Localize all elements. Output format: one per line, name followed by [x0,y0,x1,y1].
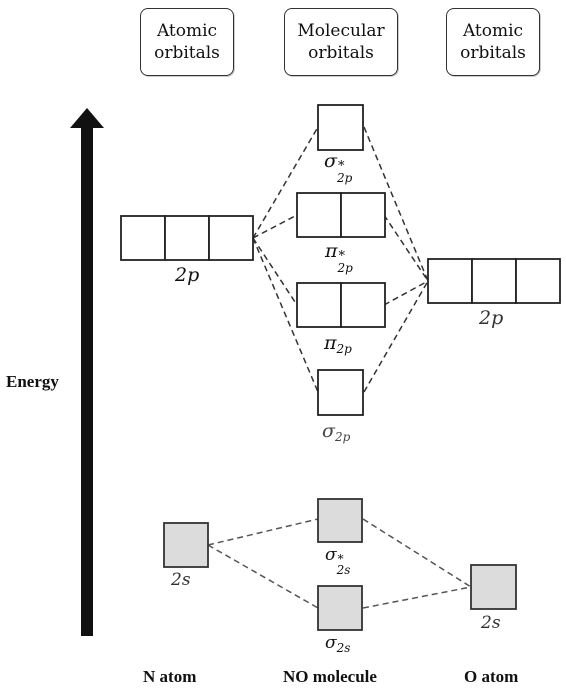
mo-subscript: 2p [336,171,353,185]
mo-subscript: 2p [337,261,353,275]
pi-2p-label: π2p [324,332,352,356]
sigma-star-2s-box [317,498,363,543]
sigma-2s-label: σ2s [325,633,350,655]
header-right-line2: orbitals [460,43,526,63]
energy-arrow-head [70,108,104,128]
header-left-line1: Atomic [156,21,218,41]
sigma-star-2p-label: σ*2p [324,150,352,185]
n-2p-label: 2p [175,264,200,286]
mo-symbol: σ [325,633,337,653]
pi-star-2p-boxes [296,192,386,238]
sigma-2p-label: σ2p [322,420,350,444]
star-mark: * [338,249,346,264]
mo-subscript: 2s [336,563,351,577]
n-2s-label: 2s [171,570,191,590]
header-left-line2: orbitals [154,43,220,63]
o-atom-label: O atom [464,667,519,686]
p-connection-lines [252,126,429,393]
pi-2p-boxes [296,282,386,328]
mo-symbol: π [325,240,338,262]
energy-axis-label: Energy [6,372,59,391]
mo-symbol: σ [322,420,335,442]
star-mark: * [337,552,344,566]
o-2s-box [470,564,517,610]
sigma-star-2p-box [317,104,364,151]
mo-symbol: σ [325,545,337,565]
header-right-line1: Atomic [462,21,524,41]
mo-subscript: 2p [334,430,351,444]
o-2p-orbital-boxes [427,258,561,304]
header-middle-line2: orbitals [308,43,374,63]
n-atom-label: N atom [143,667,197,686]
mo-symbol: π [324,332,337,354]
sigma-star-2s-label: σ*2s [325,545,351,577]
star-mark: * [337,159,345,174]
n-2p-orbital-boxes [120,215,254,261]
mo-subscript: 2s [336,641,351,655]
s-connection-lines [207,518,472,609]
pi-star-2p-label: π*2p [325,240,353,275]
mo-symbol: σ [324,150,337,172]
o-2s-label: 2s [481,613,501,633]
o-2p-label: 2p [479,307,504,329]
energy-arrow-shaft [81,124,93,636]
sigma-2s-box [317,585,363,631]
header-middle-line1: Molecular [297,21,385,41]
mo-subscript: 2p [336,342,352,356]
no-molecule-label: NO molecule [283,667,377,686]
sigma-2p-box [317,369,364,416]
n-2s-box [163,522,209,568]
